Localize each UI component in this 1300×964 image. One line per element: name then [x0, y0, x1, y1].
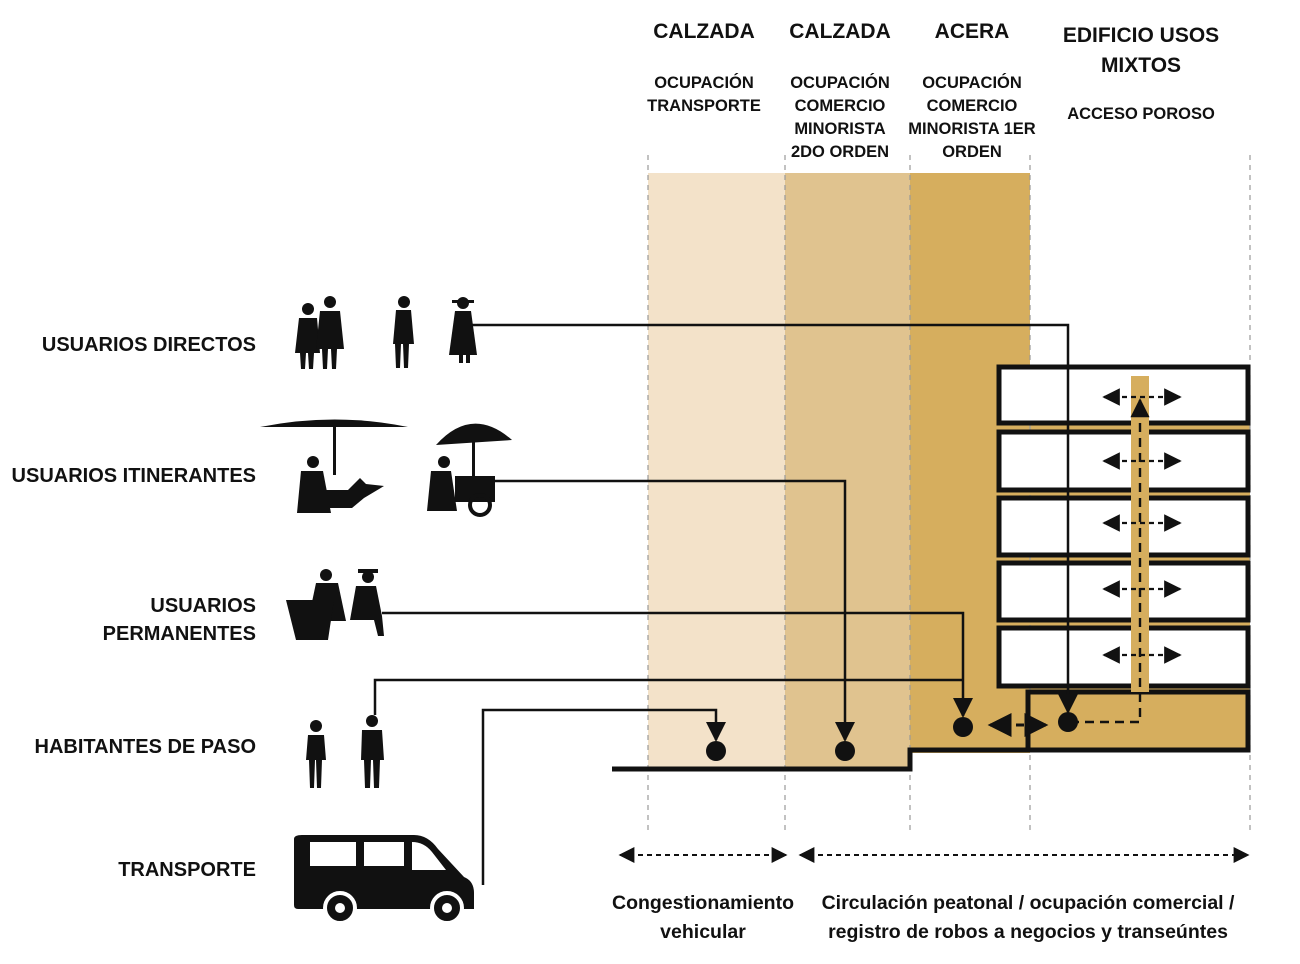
column-title-3: ACERA	[934, 20, 1010, 43]
floor-arrows	[1102, 388, 1182, 664]
umbrella-vendors-icon	[260, 419, 512, 517]
column-subtitle-3: OCUPACIÓN COMERCIO MINORISTA 1ER ORDEN	[908, 74, 1036, 161]
core-circulation-arrow	[1070, 398, 1150, 724]
column-title-1: CALZADA	[653, 20, 755, 43]
band-retail-2nd	[785, 173, 910, 768]
row-label-direct-users: USUARIOS DIRECTOS	[41, 334, 256, 356]
ground-line	[612, 747, 1030, 772]
band-transport	[648, 173, 785, 768]
column-subtitle-2: OCUPACIÓN COMERCIO MINORISTA 2DO ORDEN	[790, 74, 890, 161]
row-label-itinerant-users: USUARIOS ITINERANTES	[11, 465, 256, 487]
destination-dots	[706, 712, 1078, 761]
pedestrians-icon	[295, 296, 477, 369]
connectors	[373, 323, 1078, 885]
van-icon	[294, 835, 474, 925]
column-subtitle-1: OCUPACIÓN TRANSPORTE	[647, 74, 761, 115]
column-subtitle-4: ACCESO POROSO	[1067, 105, 1215, 123]
bottom-label-congestion: Congestionamiento vehicular	[611, 892, 794, 943]
passersby-icon	[306, 715, 384, 788]
bottom-label-circulation: Circulación peatonal / ocupación comerci…	[821, 892, 1235, 943]
seated-vendors-icon	[286, 569, 384, 640]
building-floors	[996, 364, 1251, 689]
column-title-4: EDIFICIO USOS MIXTOS	[1062, 24, 1220, 77]
row-label-transport: TRANSPORTE	[118, 859, 256, 881]
row-label-permanent-users: USUARIOS PERMANENTES	[102, 595, 256, 645]
row-label-passersby: HABITANTES DE PASO	[34, 736, 257, 758]
column-title-2: CALZADA	[789, 20, 891, 43]
